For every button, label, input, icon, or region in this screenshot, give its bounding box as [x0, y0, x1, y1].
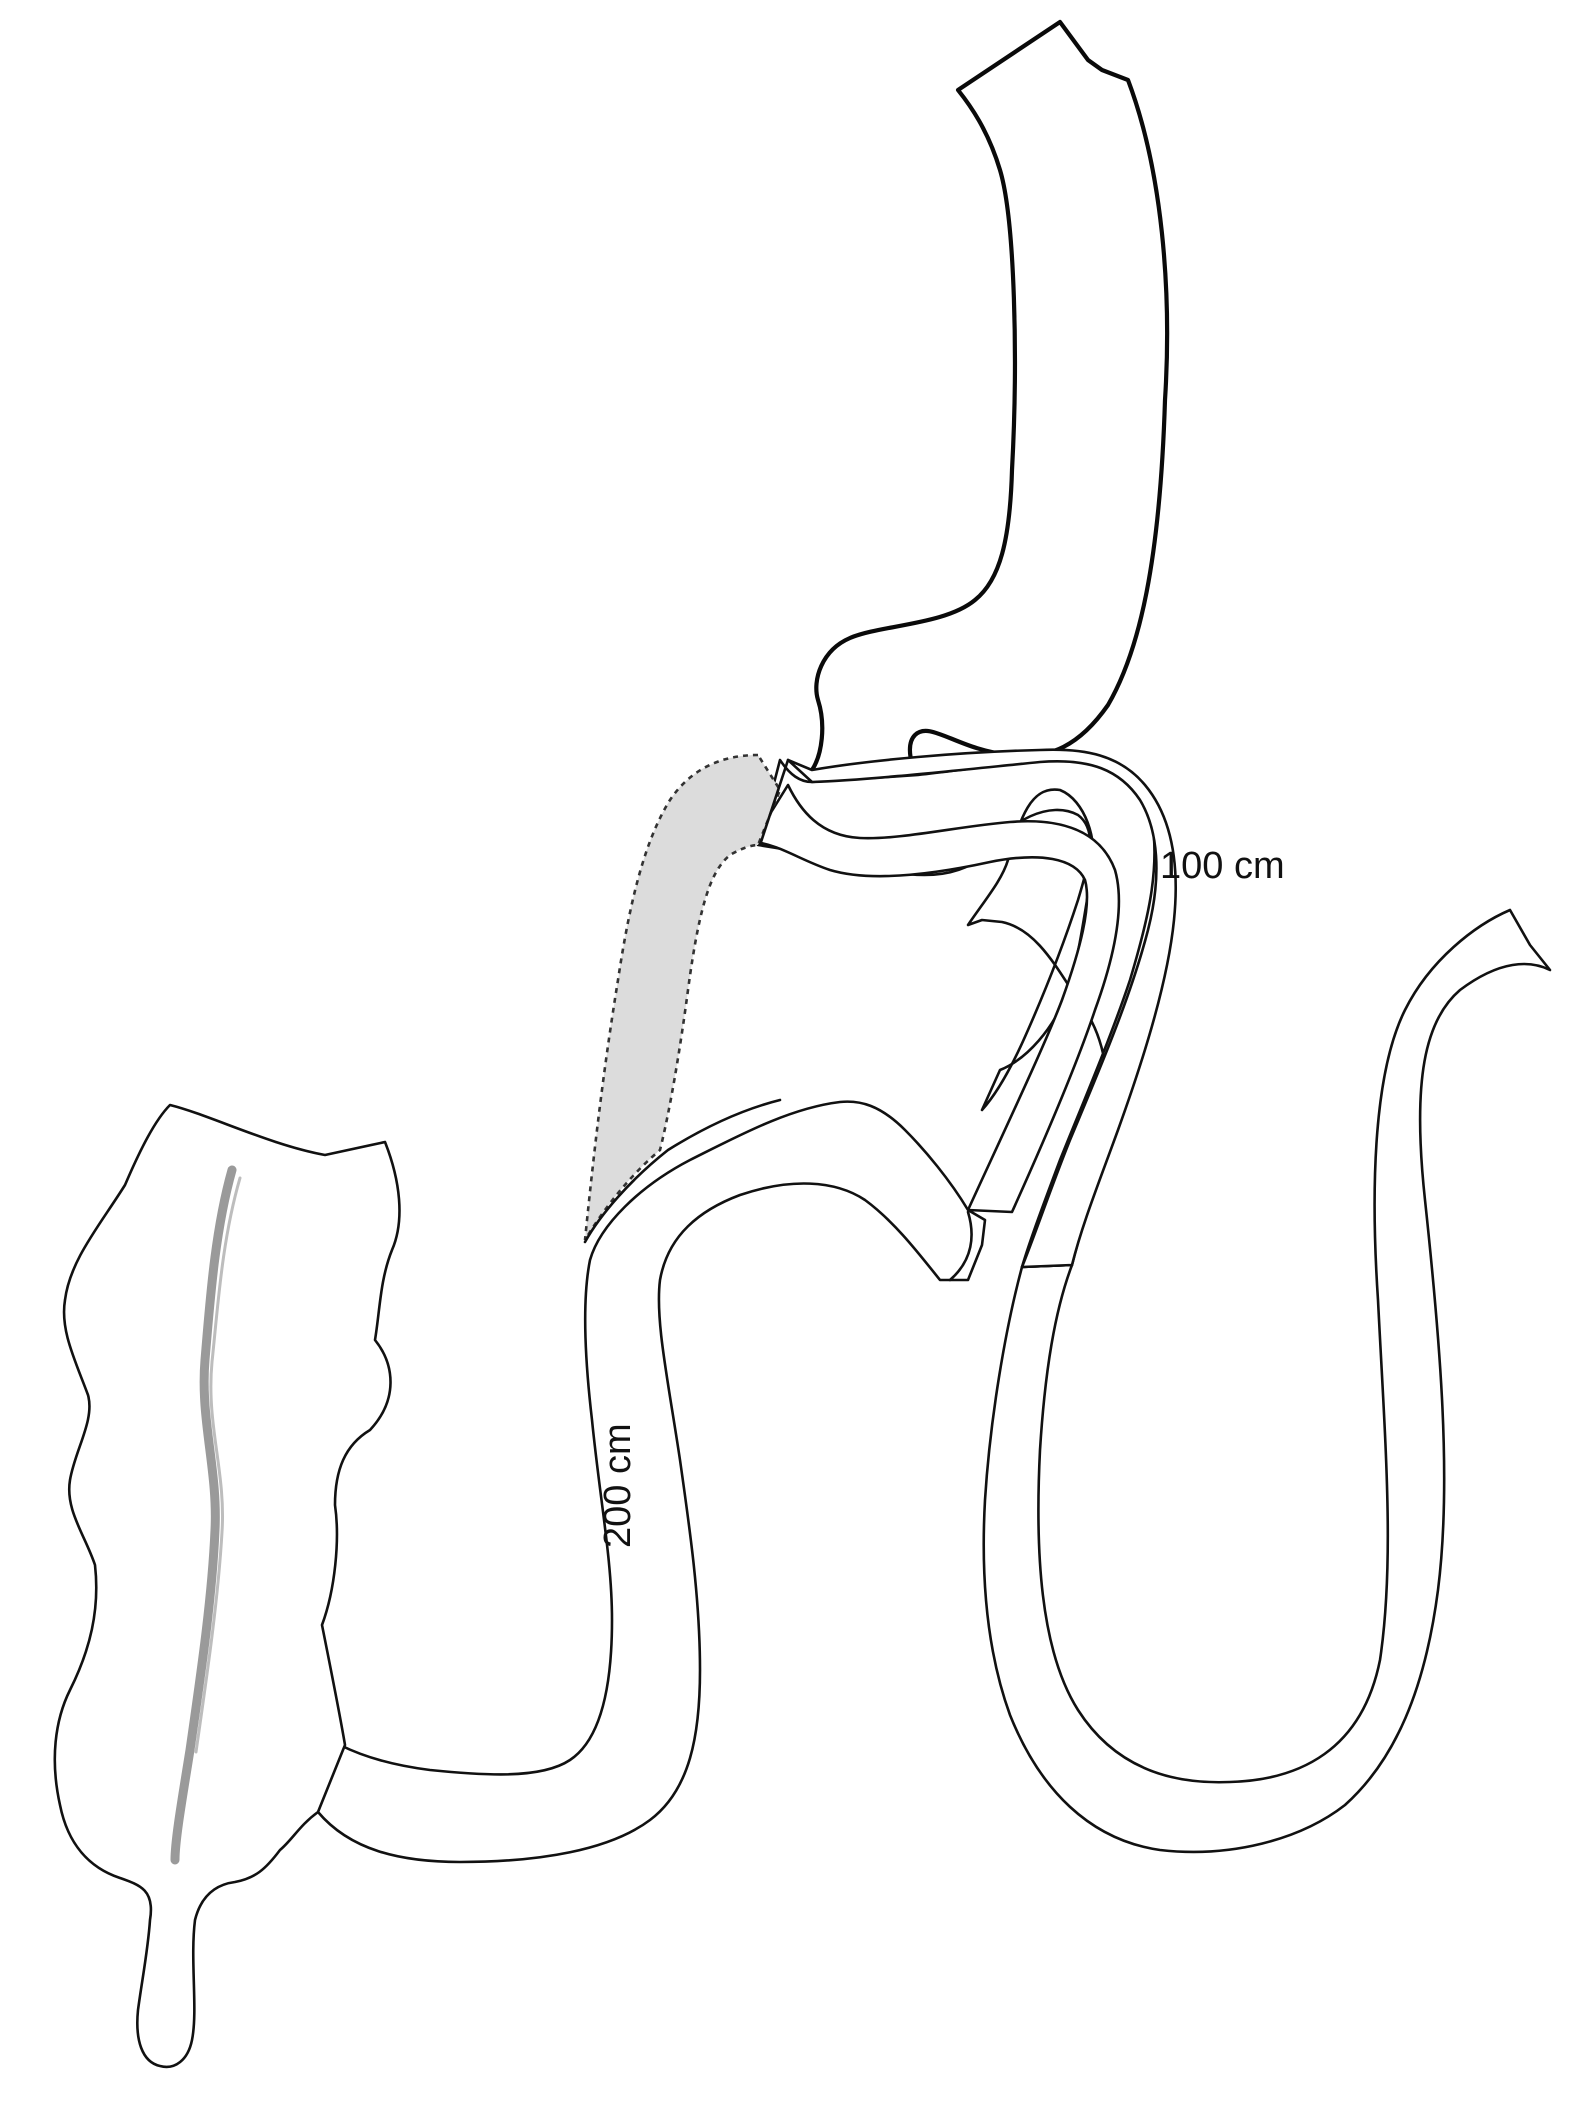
colon [53, 1103, 401, 2069]
esophagus-gastric-pouch [809, 19, 1170, 783]
biliopancreatic-limb-length-label: 200 cm [597, 1423, 639, 1548]
alimentary-limb-inner [753, 783, 1121, 1214]
taenia-coli [170, 1165, 237, 1865]
bypassed-segment [583, 753, 782, 1241]
biliopancreatic-limb [316, 1100, 987, 1864]
alimentary-limb-band [786, 748, 1177, 1269]
alimentary-limb-length-label: 100 cm [1160, 845, 1285, 887]
biliopancreatic-limb-top [583, 1098, 782, 1244]
anastomosis-seam [948, 1210, 973, 1282]
pouch-to-limb-edge [758, 758, 790, 847]
alimentary-limb [756, 758, 1156, 1269]
taenia-coli-texture [194, 1176, 242, 1754]
distal-limb [982, 908, 1552, 1854]
